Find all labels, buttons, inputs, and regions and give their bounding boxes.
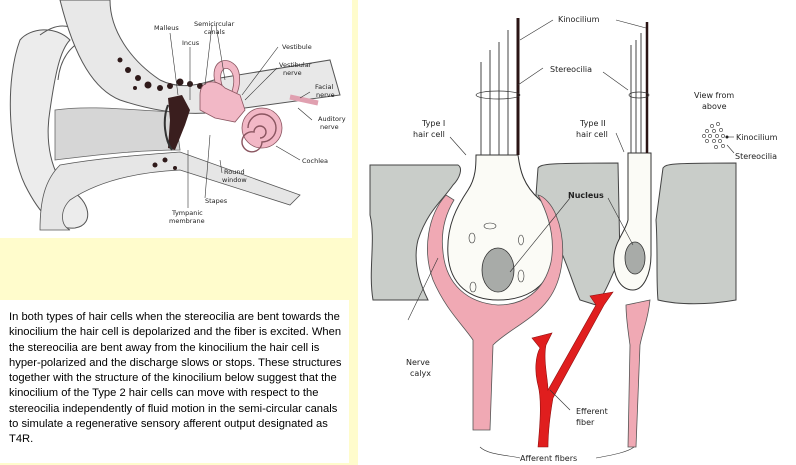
hair-cell-figure: Kinocilium Stereocilia Type I hair cell …: [358, 0, 796, 465]
label-round-window: Round: [224, 168, 245, 176]
leader-lines: [407, 19, 735, 459]
label-vestibular-nerve: Vestibular: [279, 61, 312, 69]
label-type1-2: hair cell: [413, 130, 445, 139]
inner-ear: [199, 60, 283, 153]
label-tympanic-membrane: Tympanic: [171, 209, 203, 217]
mastoid-air-cells: [117, 57, 203, 170]
label-afferent-fibers: Afferent fibers: [520, 454, 577, 463]
label-malleus: Malleus: [154, 24, 179, 32]
tympanic-membrane-shape: [163, 104, 173, 151]
label-nerve-calyx: Nerve: [406, 358, 430, 367]
type1-cilia-bundle-ring: [475, 90, 521, 100]
type1-hair-cell-body: [447, 154, 556, 301]
label-kinocilium: Kinocilium: [558, 15, 600, 24]
left-column: Malleus Semicircular canals Incus Vestib…: [0, 0, 358, 465]
label-efferent-fiber-2: fiber: [576, 418, 595, 427]
label-facial-nerve-2: nerve: [316, 91, 335, 99]
leader-lines: [169, 24, 313, 208]
label-vestibular-nerve-2: nerve: [283, 69, 302, 77]
type1-nucleus: [481, 247, 515, 293]
label-auditory-nerve: Auditory: [318, 115, 346, 123]
label-type2: Type II: [579, 119, 606, 128]
label-round-window-2: window: [222, 176, 247, 184]
supporting-tissue: [369, 162, 737, 306]
type2-afferent-fiber: [625, 299, 651, 448]
label-auditory-nerve-2: nerve: [320, 123, 339, 131]
label-semicircular-canals: Semicircular: [194, 20, 235, 28]
label-efferent-fiber: Efferent: [576, 407, 608, 416]
ear-anatomy-figure: Malleus Semicircular canals Incus Vestib…: [0, 0, 352, 238]
type2-nucleus: [624, 241, 646, 275]
hair-cell-svg: Kinocilium Stereocilia Type I hair cell …: [369, 15, 778, 463]
caption-text: In both types of hair cells when the ste…: [9, 311, 342, 446]
ossicles: [168, 95, 190, 150]
efferent-fiber: [531, 291, 614, 448]
label-view-kinocilium: Kinocilium: [736, 133, 778, 142]
label-semicircular-canals-2: canals: [204, 28, 225, 36]
label-facial-nerve: Facial: [315, 83, 333, 91]
nerve-calyx: [427, 194, 564, 431]
organelles: [468, 222, 525, 293]
lower-bone: [39, 151, 301, 231]
ear-canal: [54, 107, 181, 161]
facial-nerve: [289, 94, 319, 106]
label-stapes: Stapes: [205, 197, 228, 205]
label-incus: Incus: [182, 39, 200, 47]
view-kinocilium-dot: [725, 135, 729, 139]
label-view-stereocilia: Stereocilia: [735, 152, 777, 161]
type2-cilia-bundle-ring: [628, 91, 650, 99]
label-type1: Type I: [421, 119, 445, 128]
caption-box: In both types of hair cells when the ste…: [0, 300, 349, 463]
type2-stereocilia: [630, 33, 642, 153]
label-nerve-calyx-2: calyx: [410, 369, 431, 378]
temporal-bone: [59, 0, 341, 114]
ear-anatomy-svg: Malleus Semicircular canals Incus Vestib…: [9, 0, 346, 231]
label-vestibule: Vestibule: [282, 43, 312, 51]
label-tympanic-membrane-2: membrane: [169, 217, 205, 225]
label-nucleus: Nucleus: [568, 191, 604, 200]
label-cochlea: Cochlea: [302, 157, 328, 165]
label-view-from-above: View from: [694, 91, 734, 100]
label-view-from-above-2: above: [702, 102, 727, 111]
type1-stereocilia: [480, 30, 509, 155]
label-type2-2: hair cell: [576, 130, 608, 139]
view-from-above-dots: [702, 122, 725, 149]
label-stereocilia: Stereocilia: [550, 65, 592, 74]
